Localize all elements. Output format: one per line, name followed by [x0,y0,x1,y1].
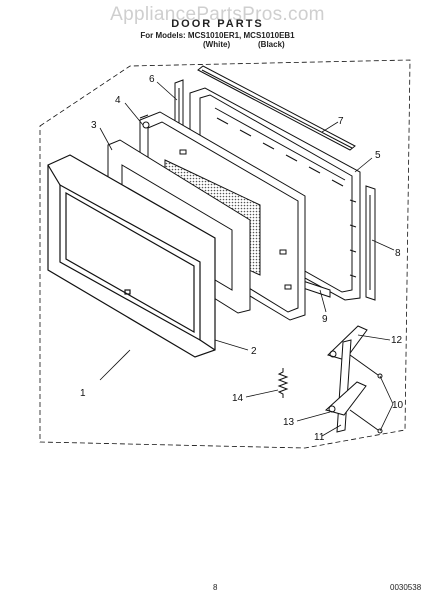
drawing-code: 0030538 [390,583,422,592]
callout-1: 1 [80,388,86,399]
callout-7: 7 [338,116,344,127]
page-number: 8 [213,583,218,592]
callout-10: 10 [392,400,404,411]
part-8-side-trim [365,185,376,301]
diagram-title: DOOR PARTS [171,18,264,30]
callout-9: 9 [322,314,328,325]
callout-5: 5 [375,150,381,161]
watermark-text: AppliancePartsPros.com [110,4,325,25]
color-white-label: (White) [203,40,231,49]
callout-4: 4 [115,95,121,106]
assembly-boundary [39,59,411,449]
part-10-pins [349,354,383,434]
callout-13: 13 [283,417,295,428]
callout-12: 12 [391,335,403,346]
models-line: For Models: MCS1010ER1, MCS1010EB1 [140,31,295,40]
part-2-door-frame [47,154,216,358]
callout-6: 6 [149,74,155,85]
callout-14: 14 [232,393,244,404]
color-black-label: (Black) [258,40,285,49]
part-13-lower-latch [324,381,367,416]
part-14-spring [277,368,289,398]
part-7-top-seal [197,65,356,151]
callout-2: 2 [251,346,257,357]
callout-3: 3 [91,120,97,131]
callout-8: 8 [395,248,401,259]
callout-11: 11 [314,432,325,443]
leader-lines [99,81,395,437]
